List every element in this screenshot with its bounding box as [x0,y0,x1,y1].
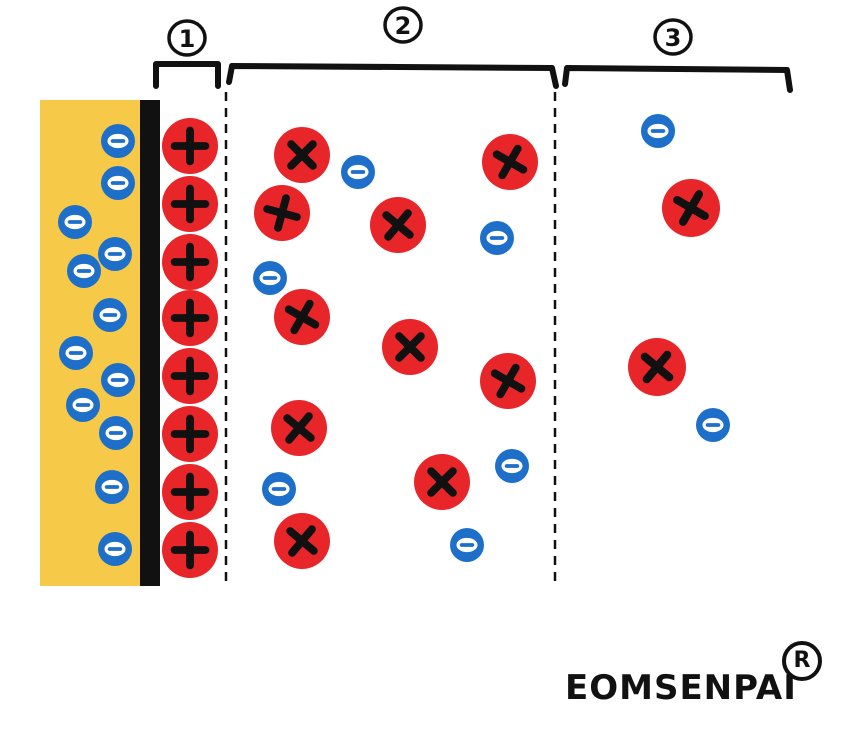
diffuse-anion [253,261,287,295]
region-label-3: 3 [653,18,693,56]
bracket-region-3 [562,65,793,93]
adsorbed-cation [162,522,218,578]
electrode-anion [67,254,101,288]
electrode-anion [59,336,93,370]
electrode-anion [98,532,132,566]
diffuse-cation [274,513,330,569]
region-label-2: 2 [383,6,423,44]
ions-layer [58,114,730,578]
diffuse-cation [271,400,327,456]
adsorbed-cation [162,234,218,290]
diffuse-anion [450,528,484,562]
adsorbed-cation [162,406,218,462]
diffuse-cation [254,185,310,241]
diffuse-cation [274,289,330,345]
diffuse-cation [370,197,426,253]
region-label-1: 1 [167,19,207,57]
electrode-anion [93,298,127,332]
diffuse-anion [480,221,514,255]
bracket-region-2 [226,63,559,89]
electrode-anion [98,237,132,271]
diffuse-anion [341,155,375,189]
diffuse-cation [480,353,536,409]
diffuse-cation [414,454,470,510]
electrode-anion [95,470,129,504]
electrode-anion [101,363,135,397]
registered-mark: R [782,641,822,681]
svg-text:1: 1 [179,25,196,53]
electrode-anion [99,416,133,450]
bulk-cation [628,338,686,396]
bulk-anion [641,114,675,148]
diffuse-cation [274,127,330,183]
electrode-anion [58,205,92,239]
electrode-surface [140,100,160,586]
bulk-anion [696,408,730,442]
electrode-anion [101,166,135,200]
diffuse-cation [382,319,438,375]
diffuse-anion [495,449,529,483]
svg-text:2: 2 [395,12,412,40]
diffuse-cation [482,134,538,190]
brand-logo: EOMSENPAI [565,668,797,708]
adsorbed-cation [162,176,218,232]
bulk-cation [662,179,720,237]
adsorbed-cation [162,348,218,404]
svg-text:3: 3 [665,24,682,52]
electrode-anion [66,388,100,422]
bracket-region-1 [153,61,221,89]
electrode-anion [101,124,135,158]
adsorbed-cation [162,118,218,174]
adsorbed-cation [162,290,218,346]
adsorbed-cation [162,464,218,520]
diffuse-anion [262,472,296,506]
